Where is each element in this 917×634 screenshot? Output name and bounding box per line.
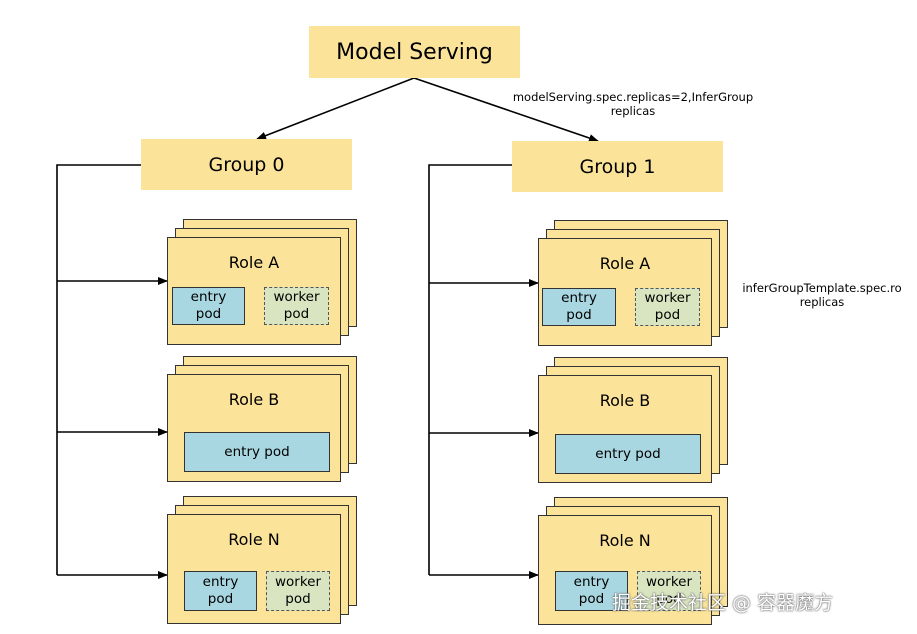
replicas-note: modelServing.spec.replicas=2,InferGroup …	[508, 90, 758, 118]
arrow-root-group-0	[256, 77, 415, 140]
role-title: Role A	[228, 253, 280, 272]
role-card-g1-role-b: Role B entry pod	[538, 375, 712, 483]
group-1-bracket	[428, 164, 512, 575]
group-0-bracket	[56, 164, 141, 575]
entry-pod: entry pod	[555, 434, 701, 474]
group-1-box: Group 1	[512, 141, 723, 192]
role-card-g0-role-b: Role B entry pod	[167, 374, 341, 482]
arrow-root-group-1	[413, 77, 599, 142]
group-0-box: Group 0	[141, 139, 352, 190]
infer-group-note: inferGroupTemplate.spec.ro replicas	[737, 281, 907, 309]
group-0-label: Group 0	[208, 153, 285, 176]
replicas-note-line-2: replicas	[610, 104, 656, 118]
infer-group-note-line-1: inferGroupTemplate.spec.ro	[742, 281, 902, 295]
replicas-note-line-1: modelServing.spec.replicas=2,InferGroup	[512, 90, 754, 104]
infer-group-note-line-2: replicas	[799, 295, 845, 309]
model-serving-label: Model Serving	[336, 39, 493, 65]
role-title: Role N	[599, 531, 651, 550]
watermark-text: 掘金技术社区 @ 容器魔方	[612, 592, 834, 614]
entry-pod: entry pod	[184, 432, 330, 472]
role-title: Role A	[599, 254, 651, 273]
role-title: Role B	[599, 391, 651, 410]
group-1-label: Group 1	[579, 155, 656, 178]
role-title: Role B	[228, 390, 280, 409]
role-title: Role N	[228, 530, 280, 549]
model-serving-box: Model Serving	[309, 26, 520, 78]
